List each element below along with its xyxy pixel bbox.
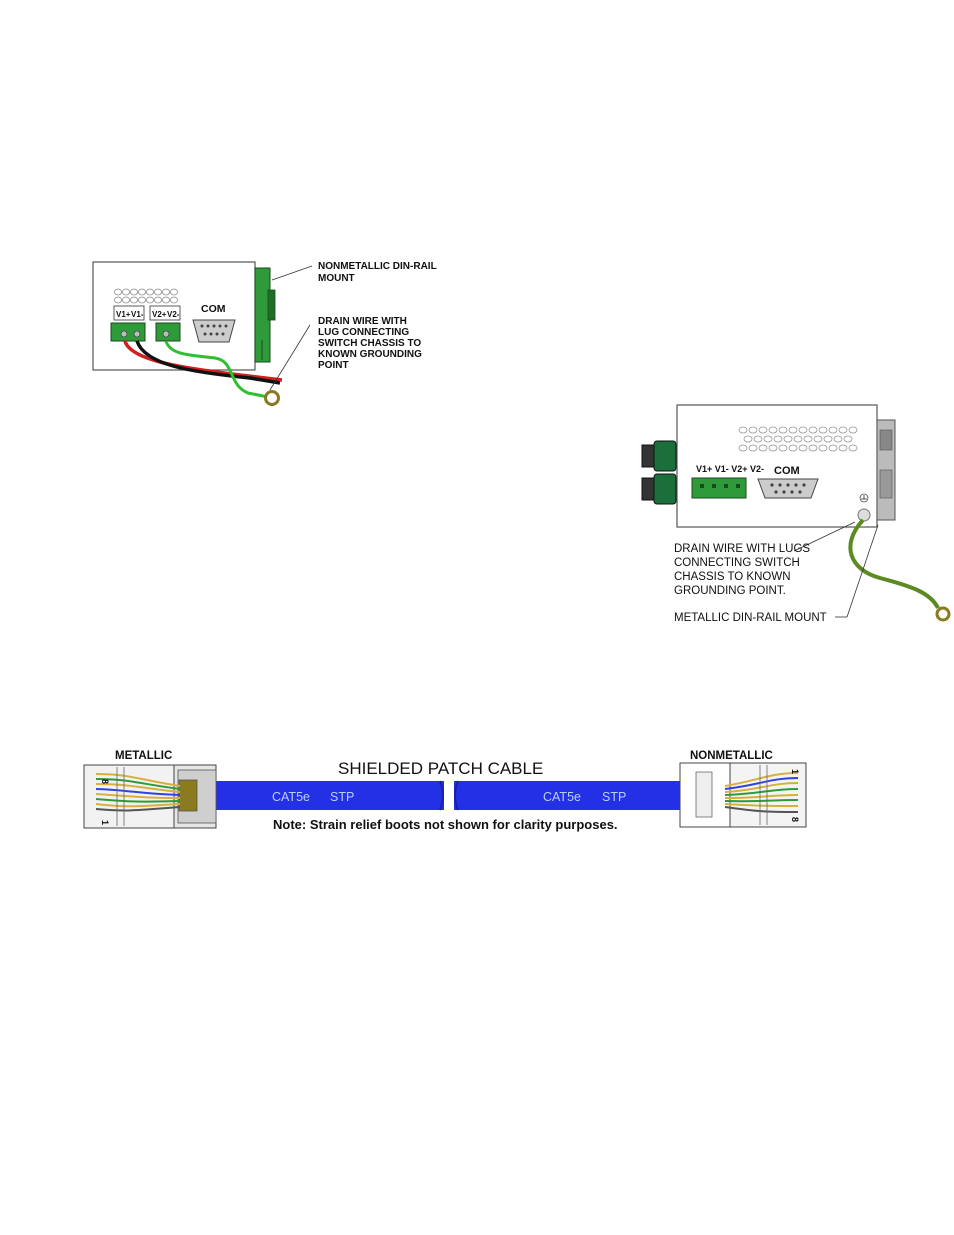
com-label-2: COM <box>774 465 800 477</box>
terminal-label-box-1 <box>113 305 145 321</box>
com-port-2 <box>757 478 819 499</box>
cable-note: Note: Strain relief boots not shown for … <box>273 817 618 832</box>
terminal-v2-plus: V2+ <box>152 310 167 319</box>
ground-lug <box>264 390 280 406</box>
label-drain-wire-lug: DRAIN WIRE WITH LUG CONNECTING SWITCH CH… <box>318 316 425 371</box>
ground-lug-2 <box>935 606 951 622</box>
pin-8-left: 8 <box>100 779 110 784</box>
diagram-shielded-patch-cable: 8 1 1 8 CAT5e STP CAT5e STP METALLIC NON… <box>83 750 807 832</box>
cable-left-type: CAT5e <box>272 790 310 804</box>
pin-1-right: 1 <box>790 769 800 774</box>
label-metallic-end: METALLIC <box>115 750 172 762</box>
com-port <box>192 319 236 343</box>
terminal-v2-minus: V2- <box>167 310 180 319</box>
terminal-block-3 <box>691 477 747 499</box>
vent-holes-2 <box>738 426 858 452</box>
cable-right-type: CAT5e <box>543 790 581 804</box>
pin-1-left: 1 <box>100 820 110 825</box>
cable-right-shield: STP <box>602 790 626 804</box>
diagram-metallic-switch: V1+ V1- V2+ V2- COM DRAIN WIRE WITH LUGS… <box>641 404 951 624</box>
cable-left-segment <box>216 781 444 810</box>
metallic-shield <box>178 779 198 812</box>
com-label: COM <box>201 303 226 315</box>
power-wire-black <box>135 340 281 385</box>
drain-wire-2 <box>848 518 940 610</box>
cable-right-segment <box>454 781 696 810</box>
label-nonmetallic-end: NONMETALLIC <box>690 750 773 762</box>
fiber-connector-top <box>653 440 677 472</box>
diagram-nonmetallic-switch: V1+ V1- V2+ V2- COM NONMETALLIC DIN-RAIL <box>92 261 439 406</box>
drain-wire-green <box>164 340 269 399</box>
terminal-v1-plus: V1+ <box>116 310 131 319</box>
pin-8-right: 8 <box>790 817 800 822</box>
vent-holes <box>114 288 178 304</box>
terminal-v1-minus: V1- <box>131 310 144 319</box>
connector-left-wires <box>95 773 181 812</box>
connector-right-wires <box>724 772 799 813</box>
terminal-label-box-2 <box>149 305 181 321</box>
label-nonmetallic-din-rail: NONMETALLIC DIN-RAIL MOUNT <box>318 261 439 284</box>
label-drain-wire-lugs: DRAIN WIRE WITH LUGS CONNECTING SWITCH C… <box>674 543 813 597</box>
ground-screw <box>857 508 871 522</box>
cable-title: SHIELDED PATCH CABLE <box>338 759 543 778</box>
switch-chassis-2 <box>676 404 878 528</box>
terminal-label-2: V1+ V1- V2+ V2- <box>696 464 764 474</box>
label-metallic-din-rail: METALLIC DIN-RAIL MOUNT <box>674 612 827 624</box>
terminal-block-1 <box>110 322 146 342</box>
cable-left-shield: STP <box>330 790 354 804</box>
fiber-connector-bottom <box>653 473 677 505</box>
